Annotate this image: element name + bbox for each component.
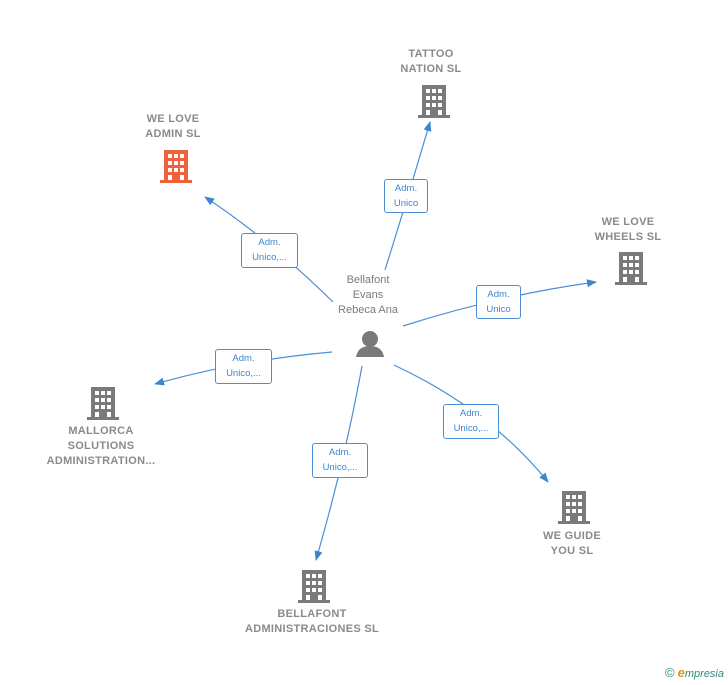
brand-name: mpresia: [684, 668, 724, 680]
company-label-guide[interactable]: WE GUIDE YOU SL: [542, 530, 601, 557]
person-icon: [356, 331, 384, 357]
role-box-welove[interactable]: Adm. Unico,...: [241, 233, 298, 268]
building-icon-wheels: [615, 252, 647, 285]
role-box-tattoo[interactable]: Adm. Unico: [384, 179, 428, 213]
company-label-tattoo[interactable]: TATTOO NATION SL: [400, 48, 462, 75]
company-label-bellafont[interactable]: BELLAFONT ADMINISTRACIONES SL: [244, 608, 380, 635]
company-label-mallorca[interactable]: MALLORCA SOLUTIONS ADMINISTRATION...: [46, 425, 156, 467]
role-box-wheels[interactable]: Adm. Unico: [476, 285, 521, 319]
company-label-welove[interactable]: WE LOVE ADMIN SL: [145, 113, 201, 140]
company-label-wheels[interactable]: WE LOVE WHEELS SL: [594, 216, 662, 243]
building-icon-mallorca: [87, 387, 119, 420]
building-icon-bellafont: [298, 570, 330, 603]
person-name[interactable]: Bellafont Evans Rebeca Ana: [338, 274, 398, 316]
role-box-guide[interactable]: Adm. Unico,...: [443, 404, 499, 439]
building-icon-welove: [160, 150, 192, 183]
building-icon-tattoo: [418, 85, 450, 118]
role-box-mallorca[interactable]: Adm. Unico,...: [215, 349, 272, 384]
building-icon-guide: [558, 491, 590, 524]
role-box-bellafont[interactable]: Adm. Unico,...: [312, 443, 368, 478]
copyright-symbol: ©: [664, 665, 675, 680]
brand-initial: e: [677, 665, 685, 680]
brand-footer[interactable]: © empresia: [665, 665, 724, 680]
